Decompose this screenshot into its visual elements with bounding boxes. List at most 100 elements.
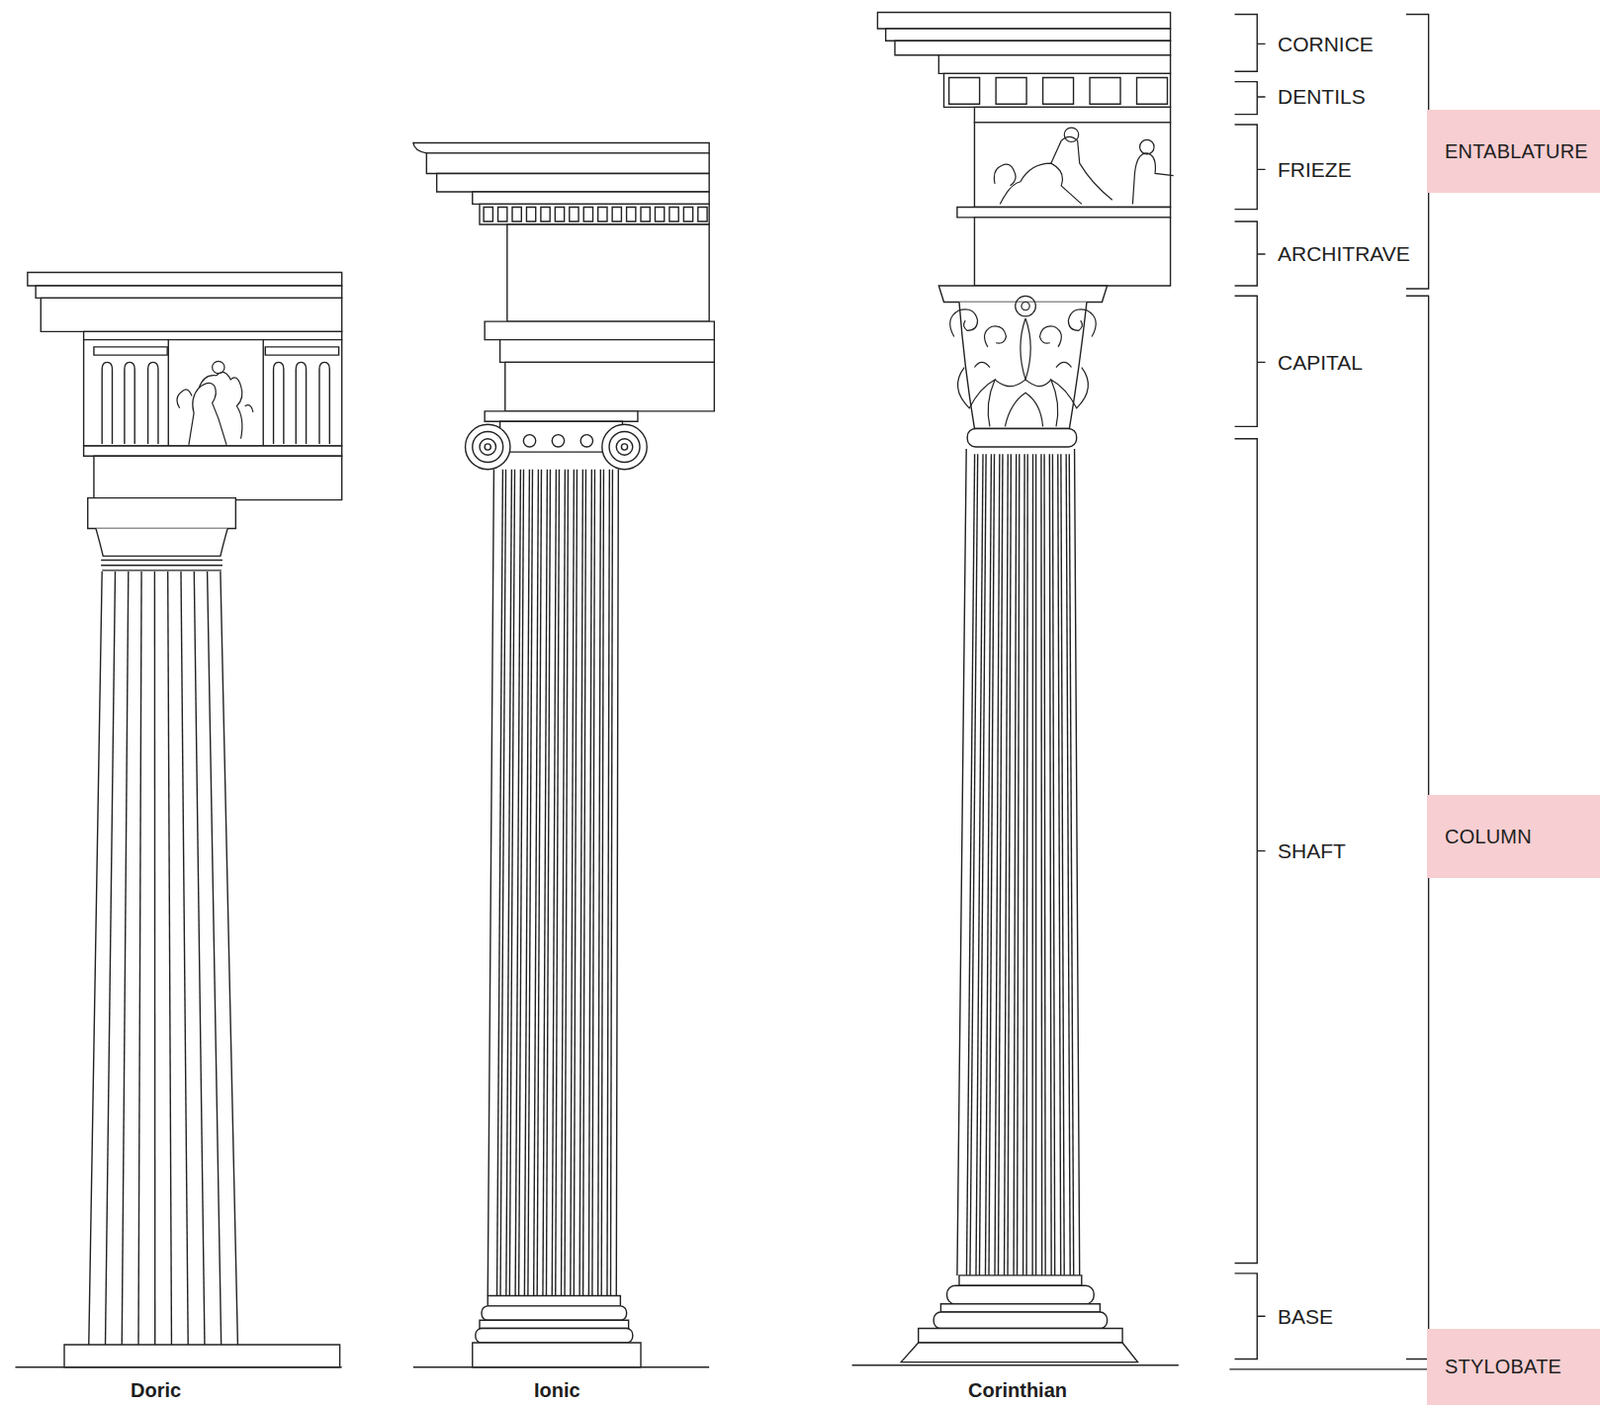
ionic-order-part-part xyxy=(570,469,575,1297)
ionic-order-part-part xyxy=(561,469,566,1297)
corinthian-order-part-part xyxy=(1089,77,1121,104)
ionic-order-part-part xyxy=(583,469,587,1297)
ionic-order-part-part xyxy=(500,469,506,1297)
ionic-order-part-part xyxy=(569,207,579,222)
ionic-order-part xyxy=(497,469,614,1297)
label-bracket-part xyxy=(1235,82,1266,115)
ionic-order-part-part xyxy=(669,207,679,222)
doric-order-part xyxy=(95,529,228,557)
ionic-order-part xyxy=(500,340,715,363)
corinthian-order-part-part xyxy=(1004,453,1009,1276)
corinthian-order-part-part xyxy=(976,453,983,1276)
doric-order-part-part xyxy=(138,571,142,1345)
label-bracket-part xyxy=(1235,439,1266,1264)
part-label: SHAFT xyxy=(1277,839,1346,863)
corinthian-order-part-part xyxy=(984,453,991,1276)
doric-order-part-part xyxy=(154,571,157,1345)
doric-order-part xyxy=(88,498,237,530)
corinthian-order-part-part xyxy=(1051,367,1089,428)
ionic-order-part-part xyxy=(526,207,535,222)
label-bracket-part xyxy=(1235,295,1266,427)
corinthian-order-part xyxy=(957,207,1171,218)
ionic-order-part xyxy=(602,424,647,469)
doric-order-part-part xyxy=(124,361,135,445)
doric-order-part xyxy=(105,571,222,1345)
ionic-order-part-part xyxy=(654,207,664,222)
corinthian-order-part-part xyxy=(1004,392,1043,427)
doric-order xyxy=(14,272,342,1368)
corinthian-order-part xyxy=(950,295,1097,427)
ionic-order-part-part xyxy=(592,469,596,1297)
corinthian-order-part xyxy=(900,1342,1138,1363)
corinthian-order-part-part xyxy=(993,164,1016,186)
corinthian-order-part xyxy=(943,73,1170,107)
ionic-order-part-part xyxy=(612,207,622,222)
doric-order-part-part xyxy=(319,361,330,445)
doric-order-part xyxy=(93,347,340,462)
doric-order-part-part xyxy=(207,571,222,1345)
label-bracket-part xyxy=(1235,124,1266,210)
ionic-order-part xyxy=(616,439,633,456)
ionic-order-part xyxy=(551,435,564,447)
ionic-order-part-part xyxy=(545,469,550,1297)
corinthian-order-part xyxy=(894,40,1171,55)
corinthian-order-part-part xyxy=(1035,453,1037,1276)
doric-order-part xyxy=(64,1344,341,1368)
doric-order-part xyxy=(40,297,342,332)
ionic-order-part xyxy=(472,191,710,204)
corinthian-order xyxy=(852,11,1179,1365)
corinthian-order-part-part xyxy=(1044,453,1046,1276)
corinthian-order-part-part xyxy=(1067,309,1096,338)
ionic-order-part-part xyxy=(483,207,493,222)
part-label: FRIEZE xyxy=(1277,158,1352,181)
highlight-band: STYLOBATE xyxy=(1426,1329,1600,1405)
corinthian-order-part-part xyxy=(1017,453,1020,1276)
ionic-order-part xyxy=(437,173,711,192)
corinthian-order-part xyxy=(993,127,1173,204)
ionic-order-part-part xyxy=(528,469,534,1297)
ionic-order-part xyxy=(483,207,708,222)
label-bracket xyxy=(1229,13,1439,1369)
ionic-order-part-part xyxy=(564,469,568,1297)
doric-order-part-part xyxy=(168,571,173,1345)
corinthian-order-part-part xyxy=(988,453,995,1276)
ionic-order-part-part xyxy=(540,207,550,222)
group-label: STYLOBATE xyxy=(1444,1355,1562,1379)
ionic-order-part xyxy=(507,224,710,322)
doric-order-part-part xyxy=(193,571,205,1345)
ionic-order-part-part xyxy=(512,207,522,222)
doric-order-part xyxy=(84,331,343,340)
ionic-order-part xyxy=(479,439,497,456)
highlight-band: ENTABLATURE xyxy=(1426,109,1600,193)
corinthian-order-part-part xyxy=(1021,301,1030,310)
ionic-order-part-part xyxy=(598,469,602,1297)
doric-order-part xyxy=(84,340,343,446)
corinthian-order-part xyxy=(974,106,1170,122)
ionic-order-part xyxy=(479,1320,629,1329)
corinthian-order-part xyxy=(852,1364,1179,1366)
corinthian-order-part-part xyxy=(950,309,978,338)
label-bracket-part xyxy=(1235,13,1266,72)
corinthian-order-part-part xyxy=(1013,453,1017,1276)
corinthian-order-part xyxy=(886,28,1171,41)
ionic-order-part xyxy=(481,1306,627,1321)
ionic-order-part-part xyxy=(607,469,610,1297)
corinthian-order-part-part xyxy=(998,453,1003,1276)
order-name: Ionic xyxy=(533,1379,581,1402)
doric-order-part-part xyxy=(93,347,168,356)
ionic-order-part xyxy=(621,444,627,450)
corinthian-order-part-part xyxy=(958,367,996,428)
highlight-band: COLUMN xyxy=(1426,795,1600,879)
ionic-order-part-part xyxy=(698,207,708,222)
corinthian-order-part xyxy=(959,301,1087,429)
corinthian-order-part xyxy=(966,453,1073,1276)
ionic-order-part-part xyxy=(579,469,583,1297)
ionic-order-part-part xyxy=(555,469,560,1297)
doric-order-part xyxy=(177,360,254,445)
ionic-order-part xyxy=(505,361,715,412)
ionic-order-part xyxy=(484,444,491,450)
ionic-order-part xyxy=(487,1296,621,1307)
ionic-order-part-part xyxy=(683,207,693,222)
ionic-order-part xyxy=(484,411,638,422)
corinthian-order-part-part xyxy=(1068,453,1073,1276)
